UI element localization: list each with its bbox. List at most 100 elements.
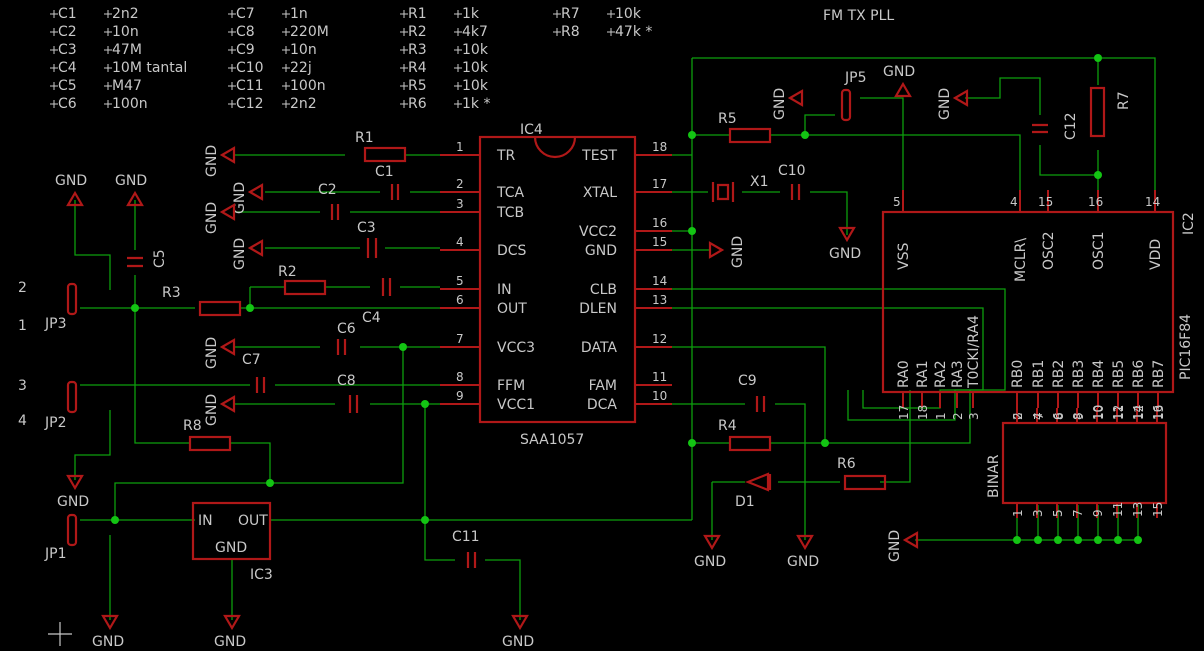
ic4-pin-name: IN: [497, 282, 512, 298]
ic4-pin-number: 3: [456, 197, 464, 211]
terminal-2: 2: [18, 280, 27, 296]
c5-body: [127, 256, 143, 268]
ic2-pin-name: RB1: [1031, 360, 1047, 388]
bom-ref: C4: [58, 60, 77, 76]
ic2-part: PIC16F84: [1178, 314, 1194, 380]
r7-body: [1089, 86, 1106, 138]
bom-cross: [228, 64, 290, 72]
bom-cross: [50, 46, 112, 54]
ic4-pin-name: DATA: [581, 340, 617, 356]
ic4-pin-number: 5: [456, 274, 464, 288]
label-c11: C11: [452, 529, 480, 545]
bom-value: 4k7: [462, 24, 488, 40]
bom-value: M47: [112, 78, 142, 94]
ic2-pin-name: OSC1: [1091, 231, 1107, 270]
bom-ref: R2: [408, 24, 427, 40]
ic4-pin-name: FFM: [497, 378, 525, 394]
ic2-pin-number: 11: [1112, 405, 1126, 420]
bom-ref: R8: [561, 24, 580, 40]
r4-body: [728, 435, 772, 452]
r2-body: [283, 279, 327, 296]
bom-value: 1k: [462, 6, 480, 22]
bom-value: 22j: [290, 60, 312, 76]
junctions: [111, 54, 1142, 544]
c3-body: [366, 238, 378, 258]
binar-pin-number: 9: [1091, 509, 1105, 517]
label-r4: R4: [718, 418, 737, 434]
c2-body: [330, 204, 340, 220]
bom-value: 10M tantal: [112, 60, 187, 76]
binar-pin-number: 4: [1031, 412, 1045, 420]
label-c3: C3: [357, 220, 376, 236]
ic2-pin-name: RB0: [1010, 360, 1026, 388]
r1-body: [363, 146, 407, 163]
label-r1: R1: [355, 130, 374, 146]
gnd-label: GND: [502, 634, 534, 650]
c6-body: [336, 339, 347, 355]
gnd-symbol: [796, 534, 814, 551]
ic2-pin-number: 2: [951, 412, 965, 420]
binar-name: BINAR: [986, 454, 1002, 498]
c8-body: [348, 395, 359, 413]
bom-ref: C10: [236, 60, 264, 76]
ic4-pin-name: VCC3: [497, 340, 535, 356]
gnd-label: GND: [204, 337, 220, 369]
bom-ref: C3: [58, 42, 77, 58]
binar-pin-number: 14: [1131, 405, 1145, 420]
bom-value: 1k *: [462, 96, 490, 112]
jumpers: [66, 88, 852, 547]
gnd-symbol: [223, 614, 241, 631]
ic4-pin-number: 16: [652, 216, 667, 230]
gnd-label: GND: [232, 182, 248, 214]
label-jp1: JP1: [44, 546, 66, 562]
ic2-pin-number: 15: [1038, 195, 1053, 209]
bom-ref: R4: [408, 60, 427, 76]
ic4-pin-number: 11: [652, 370, 667, 384]
ic2-pin-number: 12: [1132, 405, 1146, 420]
label-r8: R8: [183, 418, 202, 434]
ic4-pin-number: 10: [652, 389, 667, 403]
ic2-pin-number: 8: [1052, 412, 1066, 420]
bom-ref: R6: [408, 96, 427, 112]
ic4-pin-name: TCB: [496, 205, 524, 221]
ic2-pin-number: 9: [1072, 412, 1086, 420]
ic4-pin-number: 18: [652, 140, 667, 154]
bom-value: 47M: [112, 42, 142, 58]
binar-pin-number: 16: [1151, 405, 1165, 420]
gnd-label: GND: [887, 530, 903, 562]
ic2-pin-number: 18: [916, 405, 930, 420]
ic4-pin-number: 8: [456, 370, 464, 384]
terminal-4: 4: [18, 413, 27, 429]
gnd-label: GND: [57, 494, 89, 510]
binar-pin-number: 15: [1151, 502, 1165, 517]
gnd-symbol: [66, 190, 84, 207]
bom-cross: [400, 100, 462, 108]
ic2-pin-number: 13: [1152, 405, 1166, 420]
terminal-1: 1: [18, 318, 27, 334]
gnd-label: GND: [115, 173, 147, 189]
ic2-pin-name: RA2: [933, 360, 949, 388]
bom-cross: [400, 82, 462, 90]
c10-body: [790, 184, 801, 200]
label-jp5: JP5: [844, 70, 866, 86]
gnd-symbol: [703, 534, 721, 551]
gnd-label: GND: [204, 394, 220, 426]
origin-marker: [48, 622, 72, 646]
r6-body: [843, 474, 887, 491]
binar-pin-number: 5: [1051, 509, 1065, 517]
gnd-label: GND: [730, 236, 746, 268]
resistors: [188, 86, 1106, 491]
gnd-symbol: [66, 474, 84, 491]
c7-body: [255, 377, 266, 393]
ic4-pin-number: 7: [456, 332, 464, 346]
bom-value: 220M: [290, 24, 329, 40]
gnd-label: GND: [829, 246, 861, 262]
ic4-pin-name: VCC1: [497, 397, 535, 413]
ic4-pin-number: 2: [456, 177, 464, 191]
binar-pin-number: 12: [1111, 405, 1125, 420]
ic4-pin-name: DCS: [497, 243, 527, 259]
bom-ref: C1: [58, 6, 77, 22]
